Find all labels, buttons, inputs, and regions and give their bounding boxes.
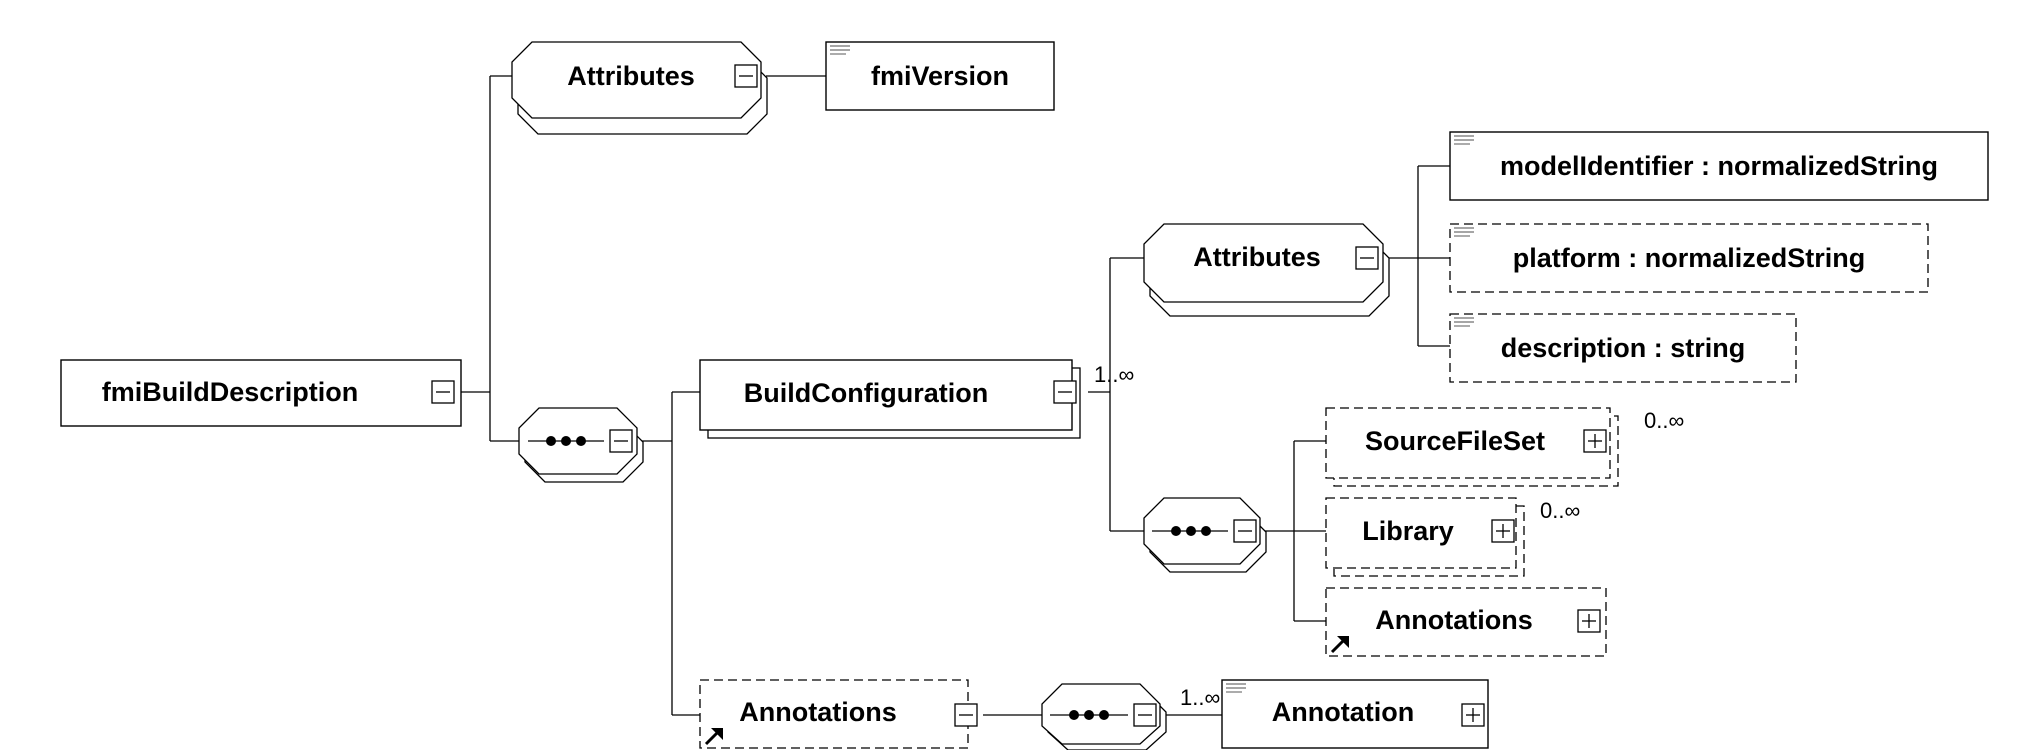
doc-lines-icon — [1454, 317, 1474, 327]
annotations-bc-label: Annotations — [1375, 605, 1532, 635]
minus-icon[interactable] — [954, 703, 978, 727]
library-element[interactable]: Library — [1325, 497, 1525, 577]
doc-lines-icon — [1226, 683, 1246, 693]
library-multiplicity: 0..∞ — [1540, 498, 1580, 523]
description-label: description : string — [1501, 333, 1746, 363]
attributes-bc-label: Attributes — [1193, 242, 1321, 272]
source-file-set-element[interactable]: SourceFileSet — [1325, 407, 1619, 487]
minus-icon[interactable] — [1233, 519, 1257, 543]
minus-icon[interactable] — [609, 429, 633, 453]
sequence-icon — [1050, 710, 1128, 720]
platform-label: platform : normalizedString — [1513, 243, 1866, 273]
minus-icon[interactable] — [1133, 703, 1157, 727]
annotations-root-label: Annotations — [739, 697, 896, 727]
fmi-version-attribute[interactable]: fmiVersion — [825, 41, 1055, 111]
minus-icon[interactable] — [734, 64, 758, 88]
plus-icon[interactable] — [1583, 429, 1607, 453]
plus-icon[interactable] — [1491, 519, 1515, 543]
plus-icon[interactable] — [1577, 609, 1601, 633]
sequence-compositor-root[interactable] — [518, 407, 644, 483]
library-label: Library — [1362, 516, 1454, 546]
source-file-set-label: SourceFileSet — [1365, 426, 1545, 456]
minus-icon[interactable] — [1355, 246, 1379, 270]
attributes-group-top[interactable]: Attributes — [511, 41, 768, 135]
annotations-element-build-configuration[interactable]: Annotations — [1325, 587, 1607, 657]
attributes-group-build-configuration[interactable]: Attributes — [1143, 223, 1390, 317]
root-element[interactable]: fmiBuildDescription — [60, 359, 462, 427]
model-identifier-label: modelIdentifier : normalizedString — [1500, 151, 1938, 181]
build-configuration-multiplicity: 1..∞ — [1094, 362, 1134, 387]
arrow-icon — [704, 728, 723, 746]
sequence-icon — [528, 436, 604, 446]
arrow-icon — [1330, 636, 1349, 654]
plus-icon[interactable] — [1461, 703, 1485, 727]
connectors — [460, 75, 1450, 716]
doc-lines-icon — [1454, 227, 1474, 237]
doc-lines-icon — [1454, 135, 1474, 145]
source-file-set-multiplicity: 0..∞ — [1644, 408, 1684, 433]
root-label: fmiBuildDescription — [102, 377, 359, 407]
doc-lines-icon — [830, 45, 850, 55]
build-configuration-element[interactable]: BuildConfiguration — [699, 359, 1081, 439]
minus-icon[interactable] — [1053, 380, 1077, 404]
model-identifier-attribute[interactable]: modelIdentifier : normalizedString — [1449, 131, 1989, 201]
sequence-icon — [1152, 526, 1228, 536]
annotation-multiplicity: 1..∞ — [1180, 685, 1220, 710]
sequence-compositor-annotations[interactable] — [1041, 683, 1167, 750]
annotations-element-root[interactable]: Annotations — [699, 679, 978, 749]
platform-attribute[interactable]: platform : normalizedString — [1449, 223, 1929, 293]
build-configuration-label: BuildConfiguration — [744, 378, 988, 408]
attributes-top-label: Attributes — [567, 61, 695, 91]
sequence-compositor-build-configuration[interactable] — [1143, 497, 1267, 573]
annotation-label: Annotation — [1272, 697, 1414, 727]
minus-icon[interactable] — [431, 380, 455, 404]
fmi-version-label: fmiVersion — [871, 61, 1009, 91]
description-attribute[interactable]: description : string — [1449, 313, 1797, 383]
annotation-element[interactable]: Annotation — [1221, 679, 1489, 749]
